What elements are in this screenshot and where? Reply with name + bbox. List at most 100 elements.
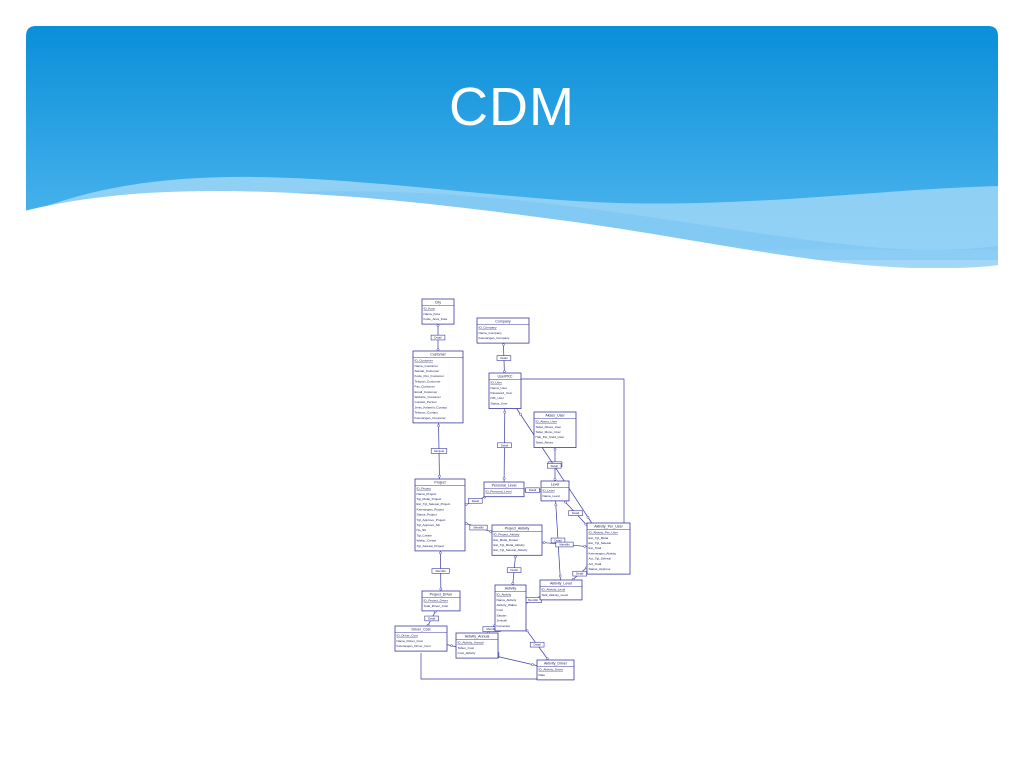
relationship-label: Memiliki	[473, 526, 483, 530]
entity-attribute: Tgl_Mulai_Project	[417, 497, 442, 501]
entity-box	[533, 411, 577, 448]
entity-attribute: Waktu_Create	[417, 539, 437, 543]
entity-attribute: Est_Tgl_Selesai_Aktivity	[494, 548, 528, 552]
relationship-label-box	[468, 498, 483, 504]
entity-box	[421, 298, 455, 325]
entity-name: Company	[495, 320, 511, 324]
entity-key-attribute: ID_Driver_Cost	[397, 634, 418, 638]
entity-attribute: Email_Customer	[415, 390, 438, 394]
entity-attribute: Rate	[539, 673, 546, 677]
entity-attribute: Keterangan_Customer	[415, 416, 446, 420]
cardinality-mark	[511, 582, 515, 585]
cardinality-mark	[514, 555, 517, 559]
entity-box	[586, 522, 631, 575]
entity-aktivity-per-user: Aktivity_Per_UserID_Aktivity_Per_UserEst…	[586, 522, 631, 575]
entity-box	[455, 632, 499, 659]
relationship-label: Detail	[551, 464, 559, 468]
entity-key-attribute: ID_Aktivity	[497, 593, 512, 597]
entity-attribute: Act_Total	[589, 562, 602, 566]
entity-company: CompanyID_CompanyNama_CompanyKeterangan_…	[476, 317, 530, 344]
entity-box	[488, 372, 522, 409]
entity-key-attribute: ID_Customer	[415, 359, 433, 363]
entity-key-attribute: ID_Aktivity_Per_User	[589, 531, 618, 535]
entity-attribute: Tgl_Create	[417, 533, 433, 537]
entity-project-aktivity: Project_AktivityID_Project_AktivityEst_M…	[491, 524, 543, 556]
entity-key-attribute: ID_Aktivity_Level	[542, 588, 566, 592]
entity-name: Akses_User	[545, 414, 565, 418]
relationship-label: Detail	[576, 572, 584, 576]
entity-key-attribute: ID_Akses_User	[536, 420, 558, 424]
entity-attribute: Tahun_Cost	[458, 646, 475, 650]
entity-box	[494, 584, 527, 632]
relationship-label-box	[430, 334, 446, 341]
entity-name: Aktivity	[505, 587, 517, 591]
entity-box	[421, 590, 461, 612]
entity-name: Driver_Cost	[412, 628, 431, 632]
relationship-label-box	[568, 510, 583, 516]
entity-attribute: Status_Approve	[589, 567, 611, 571]
entities: CityID_KotaNama_KotaKode_Area_KotaCompan…	[394, 298, 631, 681]
cardinality-mark	[583, 545, 587, 548]
entity-key-attribute: ID_User	[491, 381, 502, 385]
entity-attribute: Nama_Kota	[424, 312, 441, 316]
cardinality-mark	[519, 412, 522, 416]
relationship-label-box	[496, 355, 512, 361]
entity-name: Aktivity_Driver	[544, 662, 568, 666]
entity-attribute: Alamat_Customer	[415, 369, 440, 373]
entity-attribute: No_SK	[417, 528, 428, 532]
relationship-label: Memiliki	[487, 627, 497, 631]
entity-name: Customer	[430, 353, 446, 357]
entity-attribute: Tgl_Approve_Project	[417, 518, 446, 522]
entity-user-pkc: UserPKCID_UserNama_UserPassword_UserNIK_…	[488, 372, 522, 409]
relationship-label: Detail	[428, 616, 436, 620]
relationship-label-box	[546, 463, 562, 469]
relationship-label: Detail	[500, 356, 508, 360]
entity-name: Project_Aktivity	[505, 527, 530, 531]
entity-attribute: Status_User	[491, 401, 508, 405]
cardinality-mark	[553, 447, 557, 451]
cardinality-mark	[564, 500, 567, 504]
relationship-label: Detail	[501, 443, 509, 447]
relationship-label: Detail	[554, 538, 562, 542]
relationship-label-box	[497, 442, 512, 448]
relationship-line	[521, 378, 625, 523]
entity-attribute: Keterangan_Project	[417, 507, 444, 511]
entity-attribute: Nama_Customer	[415, 364, 438, 368]
cardinality-mark	[489, 530, 492, 533]
entity-customer: CustomerID_CustomerNama_CustomerAlamat_C…	[412, 350, 464, 424]
entity-attribute: Cost	[497, 608, 504, 612]
relationship-label-box	[506, 567, 522, 573]
entity-box	[536, 659, 575, 681]
cardinality-mark	[554, 503, 558, 507]
slide-title: CDM	[449, 77, 575, 137]
entity-attribute: Kode_Pos_Customer	[415, 374, 444, 378]
relationship-label: Detail	[434, 336, 442, 340]
entity-box	[539, 579, 583, 601]
relationship-label: Detail	[572, 511, 580, 515]
entity-key-attribute: ID_Aktivity_Annual	[458, 641, 484, 645]
entity-key-attribute: ID_Company	[479, 326, 498, 330]
relationship-label-box	[525, 487, 540, 493]
entity-attribute: Tgl_Selesai_Project	[417, 544, 445, 548]
entity-name: UserPKC	[498, 375, 513, 379]
entity-box	[412, 350, 464, 424]
entity-box	[414, 478, 466, 552]
entity-attribute: Est_Mulai_Durasi	[494, 538, 519, 542]
relationship-label: Detail	[511, 568, 519, 572]
cardinality-mark	[553, 477, 557, 481]
entity-box	[540, 480, 570, 502]
entity-attribute: Est_Tgl_Selesai	[589, 541, 612, 545]
entity-attribute: Nama_Driver_Cost	[397, 639, 423, 643]
entity-key-attribute: ID_Aktivity_Driver	[539, 668, 564, 672]
relationship-label-box	[424, 615, 439, 622]
entity-akses-user: Akses_UserID_Akses_UserTabel_Akses_UserT…	[533, 411, 577, 448]
entity-attribute: Tgl_Approve_SK	[417, 523, 441, 527]
cardinality-mark	[586, 515, 590, 519]
entity-name: Level	[551, 483, 560, 487]
entity-attribute: Keterangan_Aktivity	[589, 551, 617, 555]
entity-attribute: Tabel_Akses	[536, 440, 554, 444]
